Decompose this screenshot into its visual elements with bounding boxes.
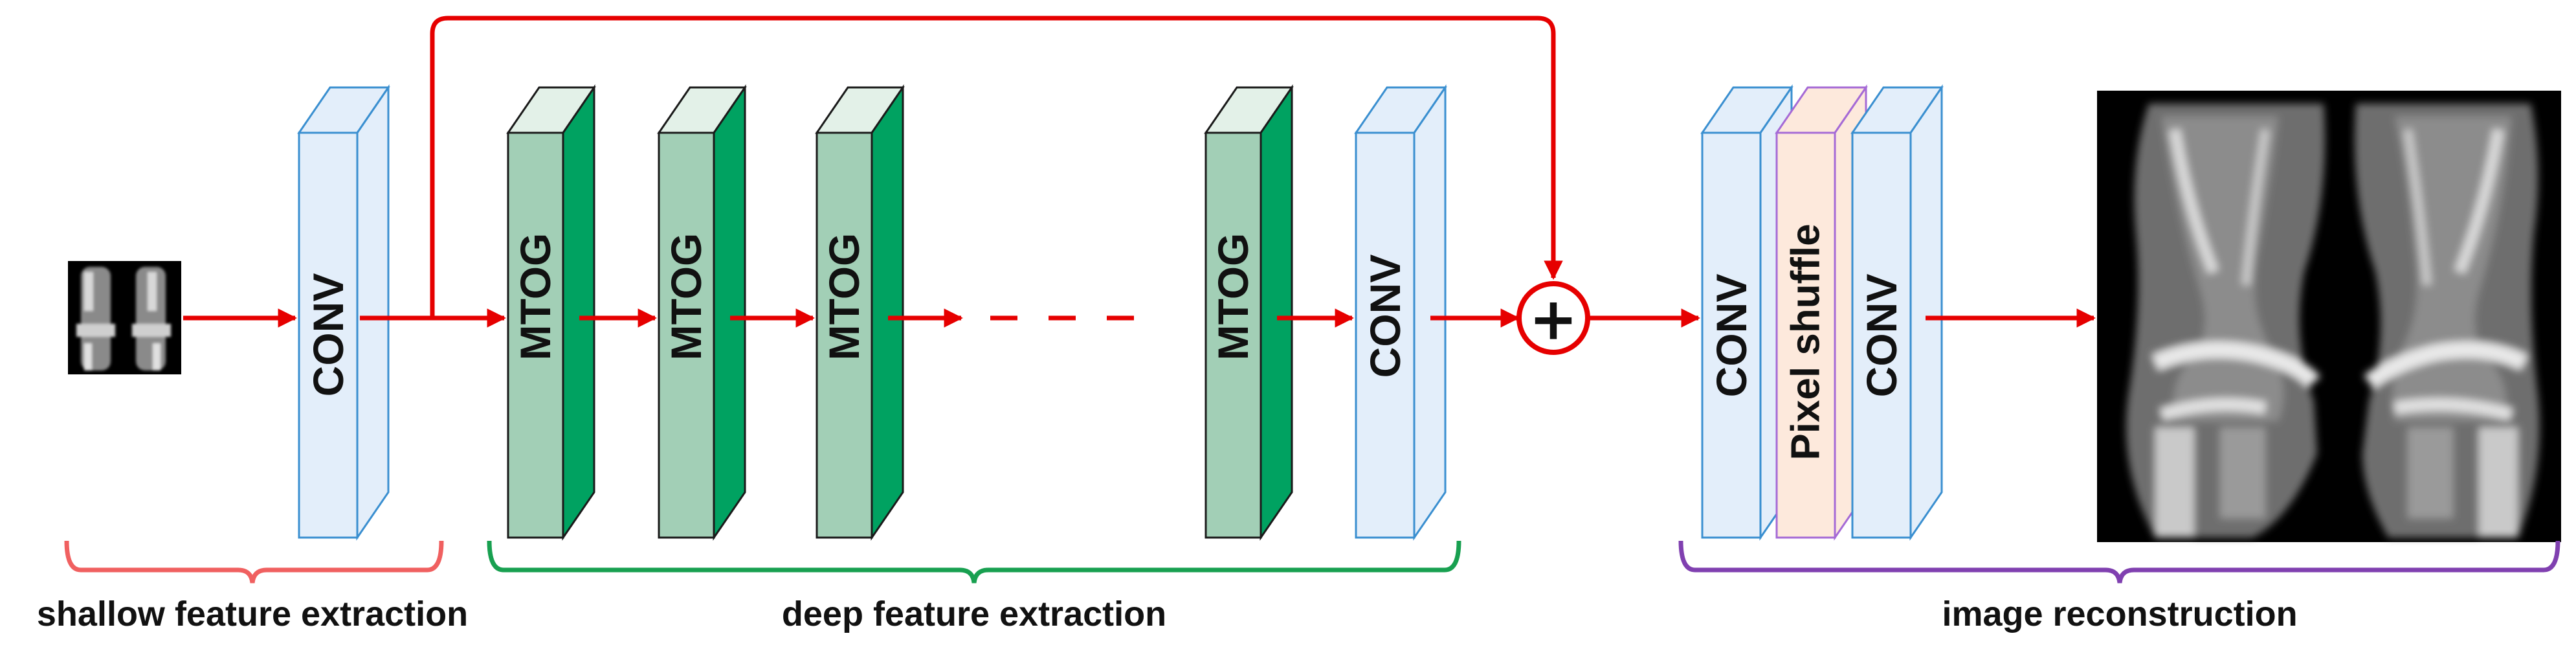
mtog-3-label: MTOG xyxy=(820,233,868,361)
stage-label-shallow: shallow feature extraction xyxy=(37,595,468,633)
mtog-block-1: MTOG xyxy=(506,84,596,541)
mtog-block-n: MTOG xyxy=(1204,84,1294,541)
pixel-shuffle-label: Pixel shuffle xyxy=(1784,223,1828,460)
mtog-block-2: MTOG xyxy=(657,84,747,541)
brace-reconstruction xyxy=(1678,540,2560,584)
output-image xyxy=(2097,91,2561,542)
conv-deep-block: CONV xyxy=(1354,84,1447,541)
conv-recon-1-label: CONV xyxy=(1707,274,1755,398)
conv-shallow-block: CONV xyxy=(297,84,390,541)
conv-shallow-label: CONV xyxy=(304,273,352,397)
mtog-2-label: MTOG xyxy=(662,233,710,361)
stage-label-reconstruction: image reconstruction xyxy=(1942,595,2297,633)
input-image xyxy=(68,261,181,374)
skip-connection-arrow xyxy=(430,16,1563,318)
stage-label-deep: deep feature extraction xyxy=(782,595,1166,633)
elementwise-add-node: + xyxy=(1516,281,1590,355)
mtog-n-label: MTOG xyxy=(1209,233,1257,361)
add-symbol: + xyxy=(1529,286,1577,354)
conv-recon-block-2: CONV xyxy=(1850,84,1944,541)
mtog-1-label: MTOG xyxy=(511,233,559,361)
conv-recon-2-label: CONV xyxy=(1858,274,1905,398)
conv-deep-label: CONV xyxy=(1361,255,1409,378)
brace-deep xyxy=(487,540,1461,584)
brace-shallow xyxy=(64,540,444,584)
flow-arrows xyxy=(183,16,2096,328)
mtog-block-3: MTOG xyxy=(815,84,905,541)
